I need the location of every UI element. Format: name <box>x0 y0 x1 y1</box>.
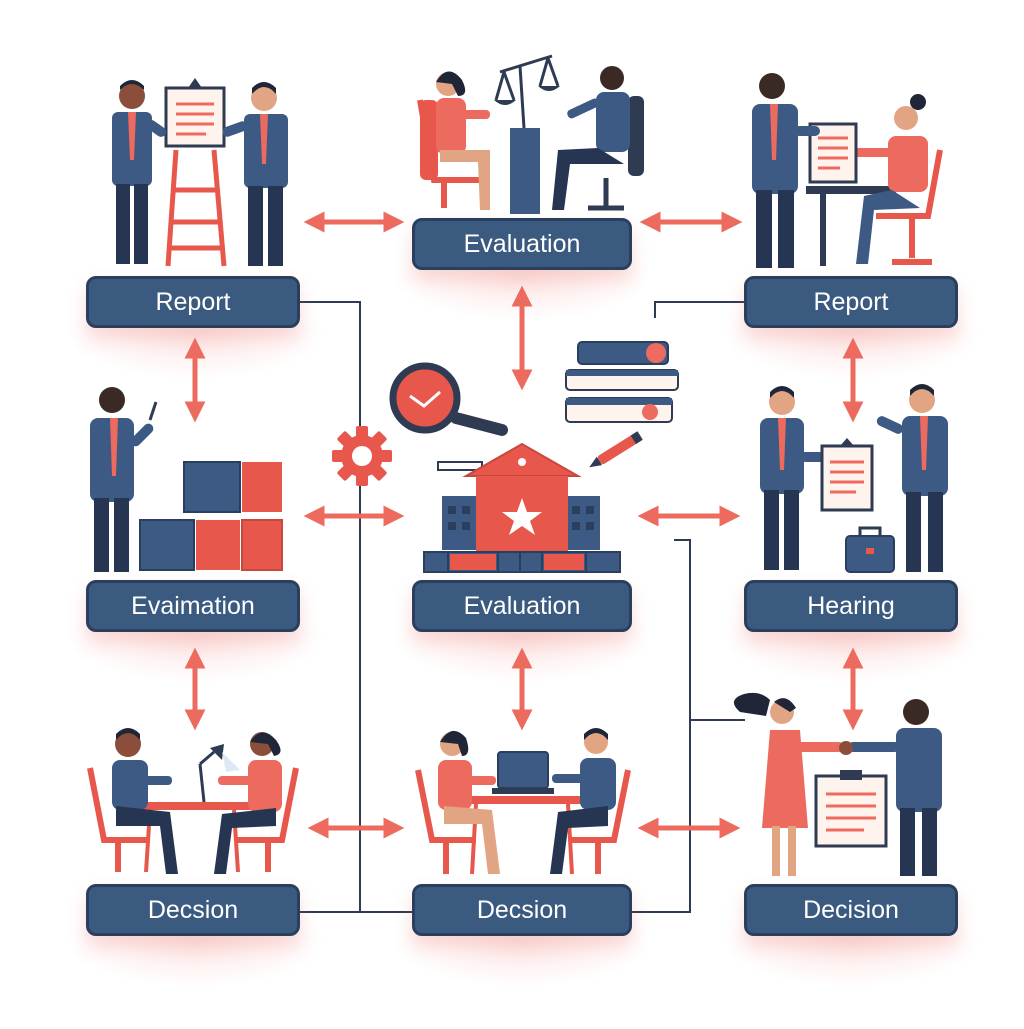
node-decsion-left: Decsion <box>86 884 300 936</box>
briefcase-icon <box>845 526 895 573</box>
office-document-handover-icon <box>752 73 943 268</box>
meeting-at-table-icon <box>87 728 299 874</box>
judges-with-scales-icon <box>417 54 644 214</box>
node-report-left: Report <box>86 276 300 328</box>
connector-line <box>632 539 691 913</box>
pen-icon <box>589 431 643 468</box>
laptop-meeting-icon <box>415 728 631 875</box>
connector-lines <box>300 301 745 913</box>
institution-building-icon <box>423 442 621 573</box>
arrows <box>184 211 864 839</box>
books-stack-icon <box>565 341 679 423</box>
gear-icon <box>332 426 392 486</box>
node-report-right: Report <box>744 276 958 328</box>
node-decision-right: Decision <box>744 884 958 936</box>
node-evaluation-center: Evaluation <box>412 580 632 632</box>
handshake-with-clipboard-icon <box>733 692 942 876</box>
node-evaimation: Evaimation <box>86 580 300 632</box>
node-hearing: Hearing <box>744 580 958 632</box>
presenter-with-boxes-icon <box>90 387 283 572</box>
magnifying-glass-icon <box>389 362 508 436</box>
people-exchanging-document-icon <box>760 384 948 572</box>
node-decsion-center: Decsion <box>412 884 632 936</box>
connector-line <box>654 301 745 318</box>
business-people-with-easel-icon <box>112 78 288 267</box>
node-evaluation-top: Evaluation <box>412 218 632 270</box>
